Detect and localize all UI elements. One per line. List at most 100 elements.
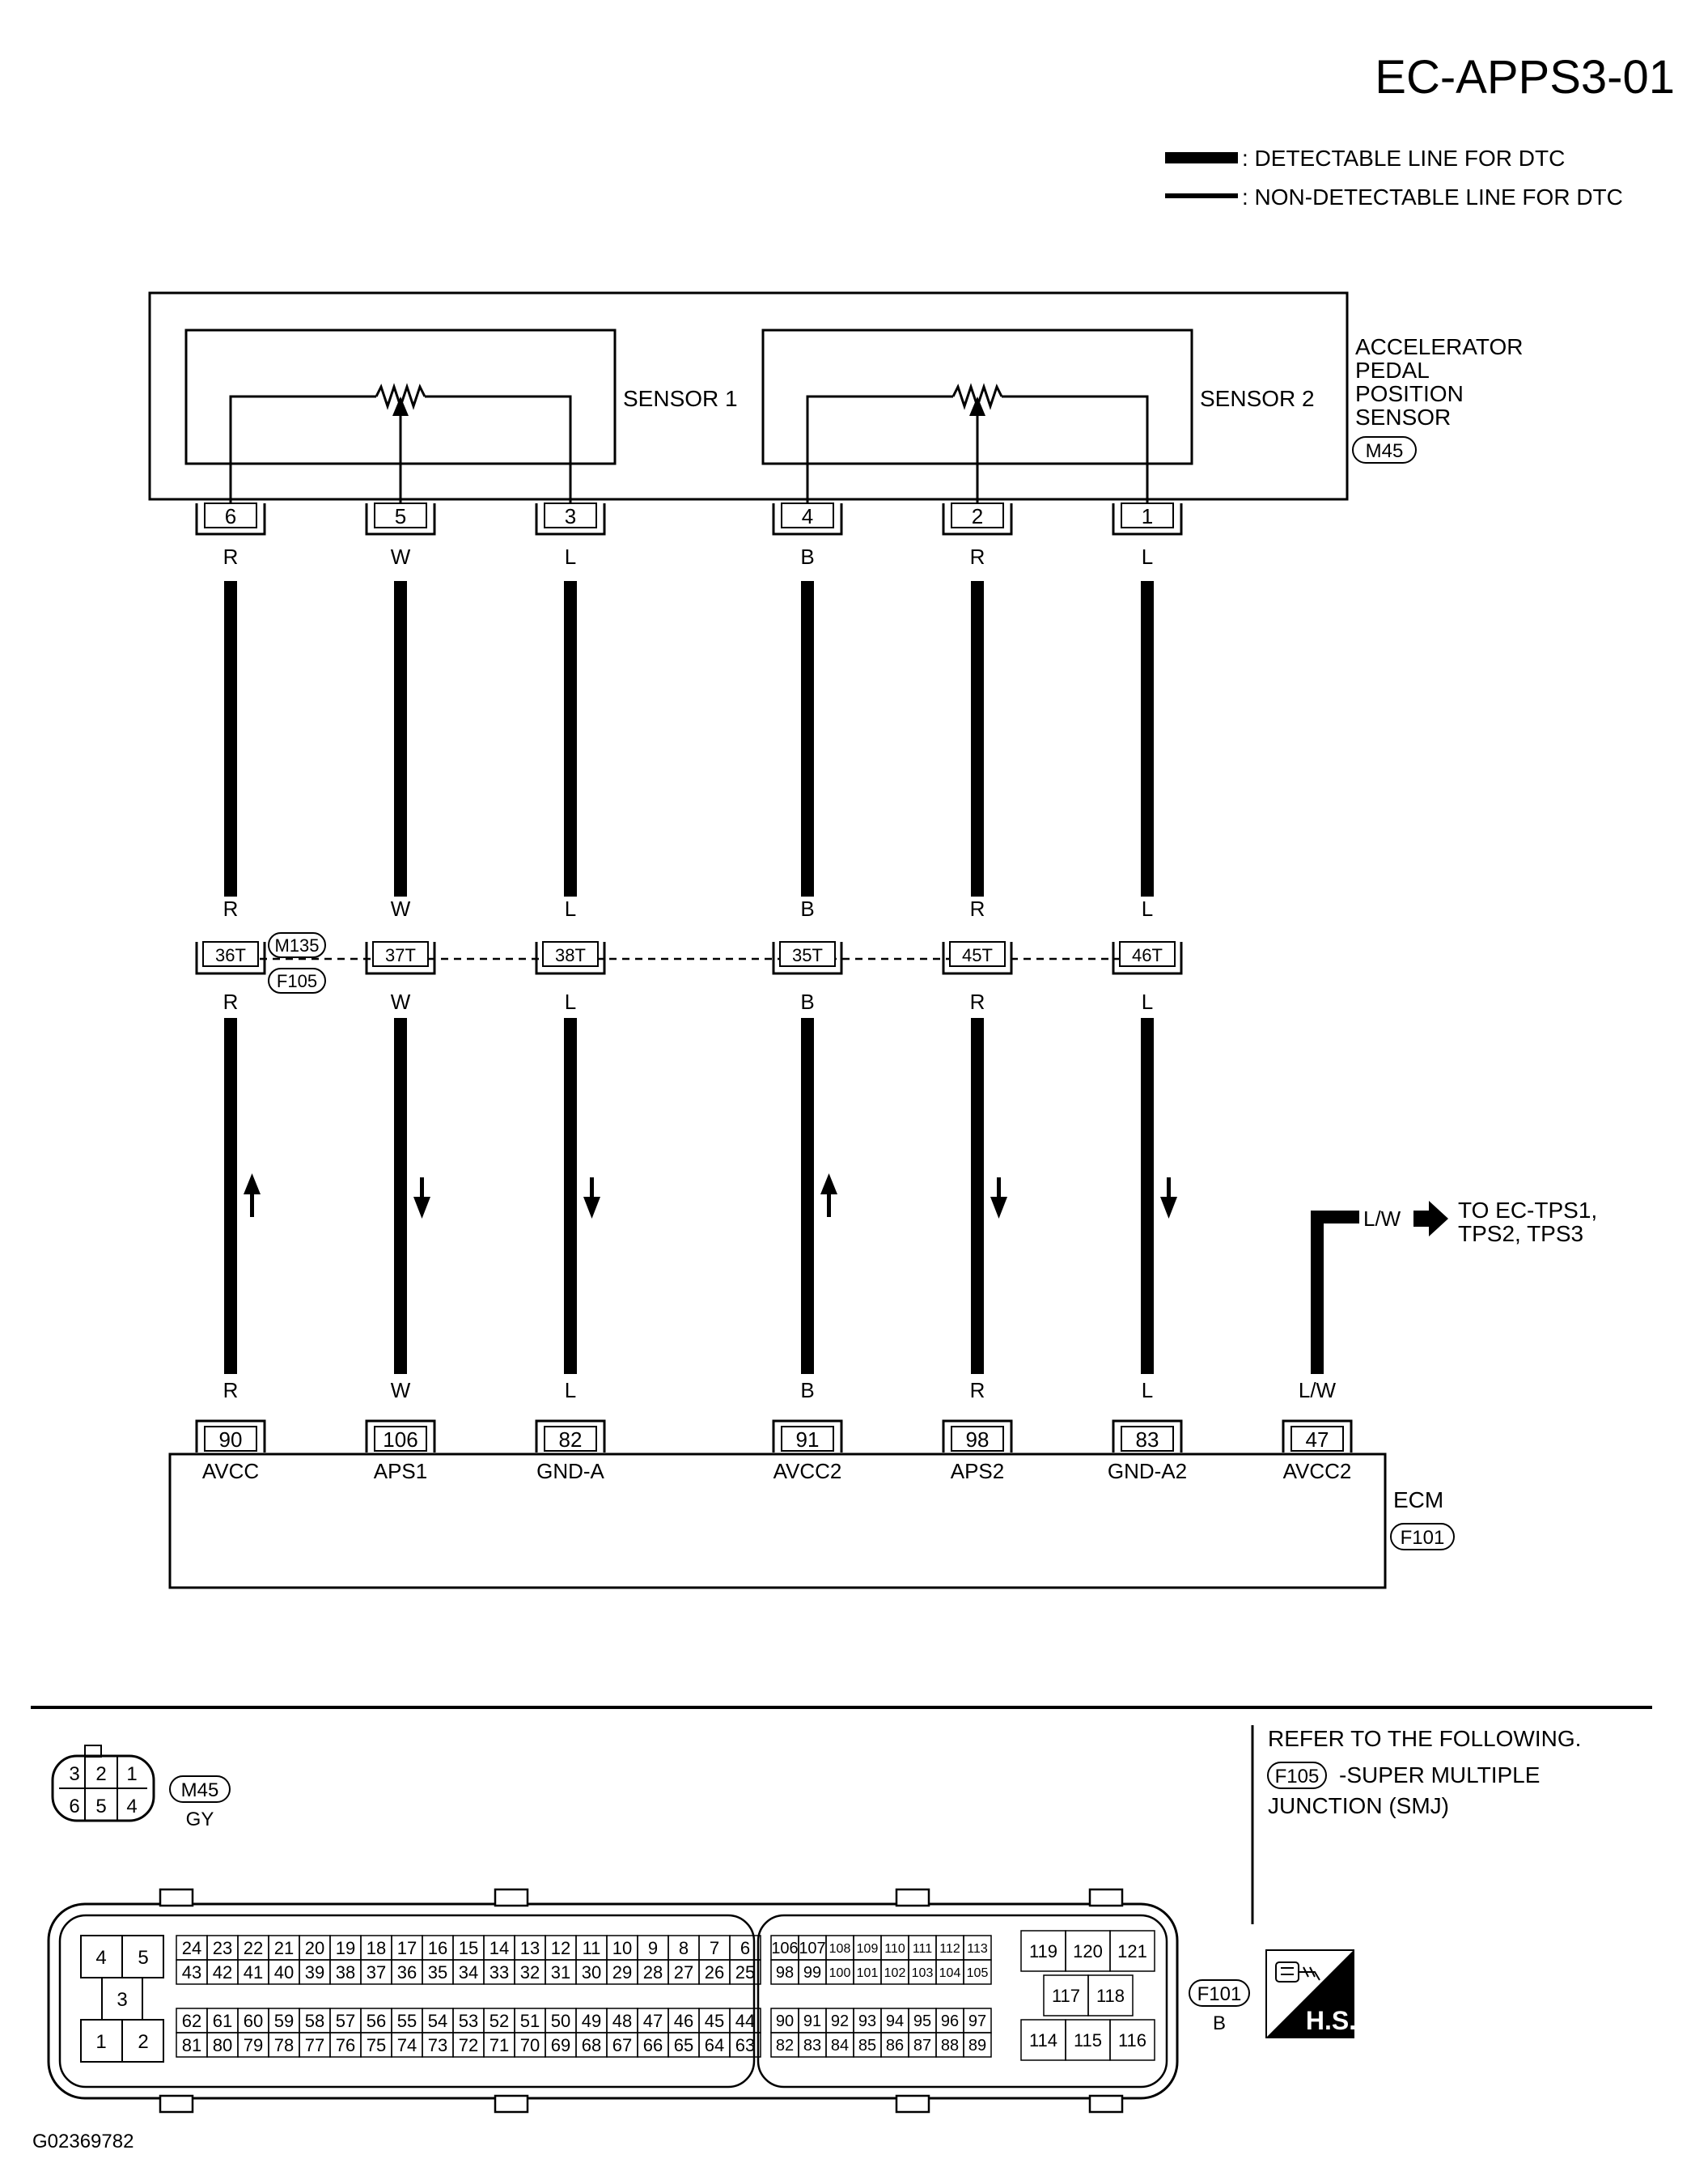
ecm-signal-name: AVCC2 — [1283, 1459, 1352, 1483]
f101-pin: 103 — [912, 1966, 934, 1980]
f101-pin: 71 — [490, 2035, 509, 2055]
m45-pin: 6 — [69, 1796, 79, 1817]
f101-pin: 79 — [244, 2035, 263, 2055]
wiper-arrowhead-sensor-2 — [969, 397, 985, 416]
tps-wire-color: L/W — [1363, 1207, 1401, 1231]
ecm-connector-id: F101 — [1401, 1527, 1445, 1549]
f101-pin: 44 — [735, 2011, 755, 2031]
f101-pin: 18 — [367, 1938, 386, 1958]
f101-pin: 51 — [520, 2011, 540, 2031]
junction-pin-box — [779, 941, 836, 967]
f101-pin: 95 — [913, 2012, 931, 2030]
sensor-pin-bracket — [942, 503, 1013, 536]
f101-pin-cell — [1109, 2019, 1155, 2061]
f101-pin: 73 — [428, 2035, 447, 2055]
ecm-signal-name: AVCC2 — [773, 1459, 842, 1483]
ecm-pin-box — [544, 1426, 597, 1452]
sensor-label-line-4: SENSOR — [1355, 405, 1451, 430]
wire-segment-upper — [801, 581, 814, 897]
junction-pin: 46T — [1132, 945, 1163, 965]
sensor-label-line-1: ACCELERATOR — [1355, 334, 1523, 359]
wire-color: L — [565, 990, 576, 1014]
wire-color: L — [565, 1378, 576, 1402]
f101-pin: 111 — [913, 1942, 932, 1956]
figure-id: G02369782 — [32, 2131, 134, 2152]
f101-pin: 55 — [397, 2011, 417, 2031]
refer-text-line-2: JUNCTION (SMJ) — [1268, 1793, 1449, 1818]
m45-connector-face: 3 2 1 6 5 4 M45 GY — [51, 1745, 231, 1830]
f101-pin: 27 — [674, 1962, 693, 1983]
f101-pin: 48 — [612, 2011, 632, 2031]
sensor-pin-bracket — [535, 503, 606, 536]
f101-pin: 115 — [1074, 2030, 1102, 2050]
f101-pin: 49 — [582, 2011, 601, 2031]
f101-pin: 35 — [428, 1962, 447, 1983]
wire-color: L — [1142, 897, 1153, 921]
junction-pin-bracket — [195, 942, 266, 975]
wire-segment-upper — [1141, 581, 1154, 897]
f101-pin: 101 — [857, 1966, 879, 1980]
f101-pin: 14 — [490, 1938, 509, 1958]
sensor-pin-box — [951, 503, 1004, 528]
sensor-pin-box — [781, 503, 834, 528]
f101-pin: 4 — [95, 1947, 106, 1969]
f101-pin: 72 — [459, 2035, 478, 2055]
f101-pin: 9 — [648, 1938, 658, 1958]
legend-detectable: : DETECTABLE LINE FOR DTC — [1242, 146, 1565, 171]
wire-color: L — [1142, 990, 1153, 1014]
f101-pin: 16 — [428, 1938, 447, 1958]
ecm-pin: 91 — [796, 1427, 820, 1452]
f101-pin-cell — [963, 1959, 992, 1985]
f101-pin: 38 — [336, 1962, 355, 1983]
f101-pin: 78 — [274, 2035, 294, 2055]
f101-pin: 102 — [884, 1966, 906, 1980]
f101-pin: 119 — [1029, 1941, 1057, 1961]
f101-pin: 40 — [274, 1962, 294, 1983]
f101-pin: 7 — [710, 1938, 719, 1958]
sensor-pin: 4 — [802, 504, 813, 528]
wire-color: B — [800, 545, 814, 569]
ecm-signal-name: GND-A — [536, 1459, 604, 1483]
f101-pin: 1 — [95, 2031, 106, 2053]
sensor-pin-box — [1121, 503, 1174, 528]
f101-pin: 33 — [490, 1962, 509, 1983]
wire-color: L — [1142, 545, 1153, 569]
f101-pin: 88 — [941, 2037, 959, 2055]
f101-pin: 58 — [305, 2011, 324, 2031]
f101-pin: 92 — [831, 2012, 849, 2030]
signal-arrow-up — [244, 1173, 261, 1217]
sensor-pin: 2 — [972, 504, 983, 528]
f101-pin: 8 — [679, 1938, 689, 1958]
f101-pin: 87 — [913, 2037, 931, 2055]
f101-pin: 29 — [612, 1962, 632, 1983]
junction-pin-bracket — [535, 942, 606, 975]
wire-color: R — [223, 545, 239, 569]
hs-badge: H.S. — [1265, 1949, 1356, 2038]
f101-pin: 104 — [939, 1966, 961, 1980]
wire-color: R — [970, 1378, 985, 1402]
tps-destination-arrow-icon — [1413, 1201, 1448, 1236]
f101-pin: 83 — [803, 2037, 821, 2055]
f101-color-code: B — [1213, 2012, 1226, 2034]
f101-pin: 17 — [397, 1938, 417, 1958]
f101-pin: 76 — [336, 2035, 355, 2055]
junction-connector-bottom-id: F105 — [277, 971, 317, 991]
f101-pin: 105 — [967, 1966, 989, 1980]
refer-heading: REFER TO THE FOLLOWING. — [1268, 1726, 1581, 1751]
wiper-arrowhead-sensor-1 — [392, 397, 409, 416]
ecm-pin: 98 — [966, 1427, 990, 1452]
m45-pin: 2 — [95, 1763, 106, 1785]
sensor-2-label: SENSOR 2 — [1200, 386, 1315, 411]
f101-pin: 22 — [244, 1938, 263, 1958]
sensor-pin: 1 — [1142, 504, 1153, 528]
legend-non-detectable: : NON-DETECTABLE LINE FOR DTC — [1242, 184, 1623, 210]
ecm-connector-badge: F101 — [1390, 1523, 1455, 1550]
f101-pin: 108 — [829, 1942, 851, 1956]
f101-pin: 39 — [305, 1962, 324, 1983]
f101-pin: 52 — [490, 2011, 509, 2031]
f101-pin: 97 — [968, 2012, 986, 2030]
wire-color: L — [565, 897, 576, 921]
f101-pin: 54 — [428, 2011, 447, 2031]
m45-pin: 5 — [95, 1796, 106, 1817]
diagram-title: EC-APPS3-01 — [1375, 51, 1675, 104]
